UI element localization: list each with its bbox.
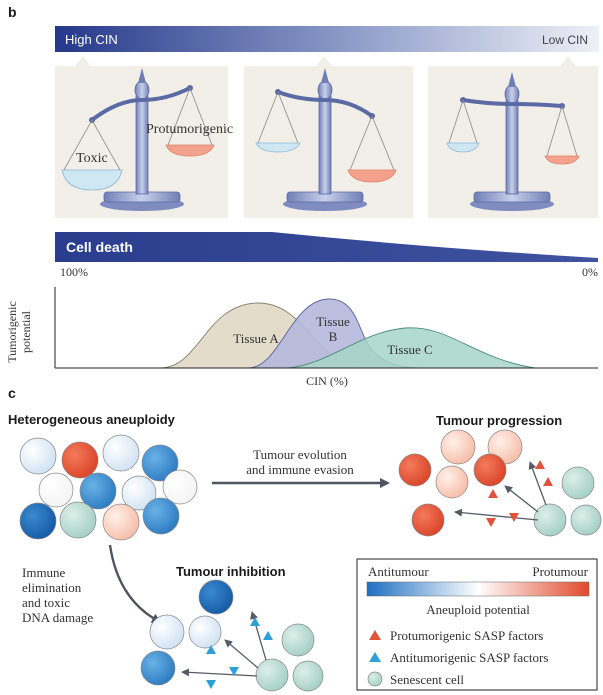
legend-antitumorigenic-sasp: Antitumorigenic SASP factors	[390, 650, 548, 665]
senescent-cell	[281, 623, 315, 657]
evolution-label-line2: and immune evasion	[246, 462, 354, 477]
panel-b-label: b	[8, 4, 17, 20]
cell	[102, 434, 140, 472]
cell	[198, 579, 234, 615]
senescent-cell	[255, 658, 289, 692]
legend-senescent-cell: Senescent cell	[390, 672, 464, 687]
toxic-label: Toxic	[76, 151, 108, 166]
protumorigenic-label: Protumorigenic	[146, 122, 233, 137]
inhibition-cell-cluster	[140, 579, 324, 692]
cell	[473, 453, 507, 487]
balance-scale-high-cin	[61, 68, 215, 211]
senescent-cell	[570, 504, 602, 536]
balance-scale-mid-cin	[255, 68, 397, 211]
protumorigenic-sasp-icon	[369, 630, 381, 640]
panel-c-label: c	[8, 385, 16, 401]
cell	[61, 441, 99, 479]
senescent-cell	[533, 503, 567, 537]
chart-xlabel: CIN (%)	[306, 374, 348, 388]
cin-gradient-bar	[55, 26, 599, 52]
tissue-a-label: Tissue A	[233, 331, 279, 346]
heterogeneous-cell-cluster	[19, 434, 198, 541]
cell	[19, 502, 57, 540]
legend-box	[356, 558, 598, 691]
cell	[19, 437, 57, 475]
cell	[435, 465, 469, 499]
chart-ylabel-line1: Tumorigenic	[5, 301, 19, 363]
progression-sasp-factors	[486, 460, 553, 527]
cell	[140, 650, 176, 686]
cell	[141, 444, 179, 482]
cell	[188, 615, 222, 649]
senescent-cell	[59, 501, 97, 539]
elimination-label-line1: Immune	[22, 565, 66, 580]
senescent-cell	[292, 660, 324, 692]
elimination-arrow	[108, 544, 162, 624]
tissue-c-curve	[287, 327, 536, 369]
cell-death-0: 0%	[582, 265, 598, 279]
cell	[398, 453, 432, 487]
cell	[149, 614, 185, 650]
low-cin-label: Low CIN	[542, 33, 588, 47]
balance-scale-low-cin	[446, 72, 580, 211]
cell-death-100: 100%	[60, 265, 88, 279]
legend-protumorigenic-sasp: Protumorigenic SASP factors	[390, 628, 543, 643]
cell-death-label: Cell death	[66, 239, 133, 255]
tumour-inhibition-title: Tumour inhibition	[176, 564, 286, 579]
legend-aneuploid-potential: Aneuploid potential	[426, 602, 530, 617]
elimination-label-line4: DNA damage	[22, 610, 93, 625]
tissue-b-label-line2: B	[329, 329, 338, 344]
high-cin-label: High CIN	[65, 32, 118, 47]
progression-cell-cluster	[398, 429, 602, 537]
legend-antitumour: Antitumour	[368, 564, 429, 579]
tumour-progression-title: Tumour progression	[436, 413, 562, 428]
cell	[440, 429, 476, 465]
cell-death-wedge	[55, 232, 598, 262]
heterogeneous-aneuploidy-title: Heterogeneous aneuploidy	[8, 412, 176, 427]
cell	[121, 475, 157, 511]
cell	[79, 472, 117, 510]
senescent-cell	[561, 466, 595, 500]
cell	[38, 472, 74, 508]
evolution-label-line1: Tumour evolution	[253, 447, 347, 462]
aneuploid-potential-gradient	[366, 581, 590, 597]
elimination-label-line2: elimination	[22, 580, 82, 595]
chart-ylabel-line2: potential	[19, 310, 33, 353]
tissue-c-label: Tissue C	[387, 342, 432, 357]
senescent-cell-icon	[367, 671, 383, 687]
cell	[162, 469, 198, 505]
legend-protumour: Protumour	[532, 564, 588, 579]
cell	[411, 503, 445, 537]
inhibition-sasp-factors	[206, 617, 273, 689]
cell	[102, 503, 140, 541]
elimination-label-line3: and toxic	[22, 595, 70, 610]
tissue-b-label-line1: Tissue	[316, 314, 350, 329]
cell	[142, 497, 180, 535]
antitumorigenic-sasp-icon	[369, 652, 381, 662]
progression-secretion-arrows	[454, 461, 547, 521]
